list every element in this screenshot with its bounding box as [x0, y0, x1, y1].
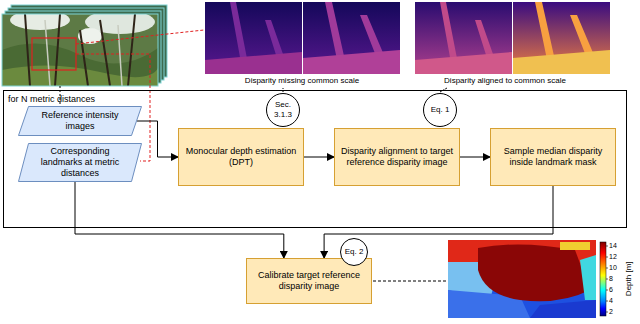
axis-title: Depth [m]	[623, 262, 633, 297]
image-caption: Disparity aligned to common scale	[444, 76, 566, 86]
connector	[137, 121, 178, 157]
process-box: Monocular depth estimation (DPT)	[178, 128, 304, 186]
node-text: Eq. 2	[345, 247, 364, 257]
node-text: Corresponding landmarks at metric distan…	[31, 146, 129, 178]
node-text: Reference intensity images	[31, 110, 129, 132]
input-parallelogram: Reference intensity images	[18, 106, 142, 136]
group-box: for N metric distancesReference intensit…	[3, 90, 627, 228]
connector	[460, 157, 490, 158]
node-text: Eq. 1	[431, 105, 450, 115]
group-label: for N metric distances	[8, 94, 95, 105]
parallelogram-shape	[19, 144, 142, 182]
tick-label: 10	[609, 264, 617, 272]
reference-circle: Eq. 1	[423, 93, 457, 127]
disparity-pair-aligned	[415, 2, 610, 74]
input-parallelogram: Corresponding landmarks at metric distan…	[18, 143, 142, 182]
parallelogram-shape	[19, 107, 142, 136]
process-box: Disparity alignment to target reference …	[334, 128, 460, 186]
tick-label: 6	[609, 286, 613, 294]
tick-label: 14	[609, 242, 617, 250]
tick-label: 2	[609, 308, 613, 316]
disparity-pair-unscaled	[205, 2, 400, 74]
image-caption: Disparity missing common scale	[245, 76, 359, 86]
tick-label: 12	[609, 253, 617, 261]
depth-map	[448, 240, 596, 318]
node-text: Sample median disparity inside landmark …	[495, 146, 611, 168]
tick-label: 8	[609, 275, 613, 283]
node-text: Sec. 3.1.3	[269, 100, 297, 119]
node-text: Monocular depth estimation (DPT)	[183, 146, 299, 168]
connector	[304, 157, 334, 158]
node-text: Calibrate target reference disparity ima…	[251, 270, 367, 292]
colorbar	[600, 242, 608, 316]
node-text: Disparity alignment to target reference …	[339, 146, 455, 168]
connector	[75, 182, 284, 258]
reference-circle: Eq. 2	[340, 238, 368, 266]
reference-circle: Sec. 3.1.3	[266, 93, 300, 127]
process-box: Sample median disparity inside landmark …	[490, 128, 616, 186]
tick-label: 4	[609, 297, 613, 305]
photo-stack	[2, 5, 167, 86]
